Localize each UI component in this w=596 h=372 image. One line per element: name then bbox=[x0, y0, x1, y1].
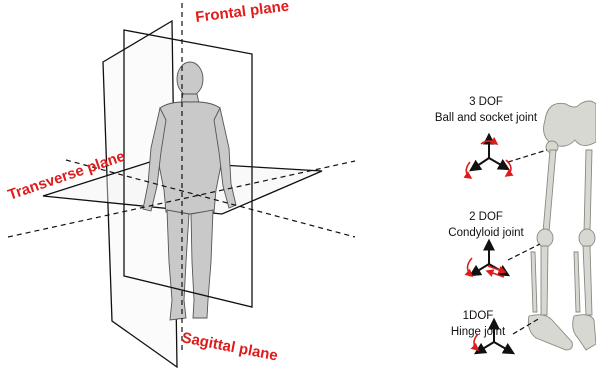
hip-axis-symbol bbox=[466, 135, 547, 178]
knee-dof-label: 2 DOF bbox=[469, 211, 503, 223]
knee-rotation-arrow bbox=[468, 258, 473, 276]
knee-axis-symbol bbox=[468, 241, 541, 277]
joint-label-knee: 2 DOF Condyloid joint bbox=[448, 211, 524, 239]
knee-slide-arrow-a bbox=[488, 266, 505, 272]
anatomical-planes-figure: Frontal plane Transverse plane Sagittal … bbox=[6, 0, 355, 367]
joint-label-hip: 3 DOF Ball and socket joint bbox=[435, 96, 538, 124]
frontal-plane-label: Frontal plane bbox=[194, 0, 290, 26]
ankle-joint-type-label: Hinge joint bbox=[451, 326, 506, 338]
hip-connector-line bbox=[508, 150, 547, 162]
joint-label-ankle: 1DOF Hinge joint bbox=[451, 310, 506, 338]
knee-joint-type-label: Condyloid joint bbox=[448, 227, 524, 239]
sagittal-plane-label: Sagittal plane bbox=[180, 329, 279, 364]
hip-rotation-arrow-left bbox=[466, 162, 471, 178]
hip-joint-type-label: Ball and socket joint bbox=[435, 112, 538, 124]
hip-dof-label: 3 DOF bbox=[469, 96, 503, 108]
skeleton-legs-figure bbox=[528, 101, 596, 350]
ankle-dof-label: 1DOF bbox=[463, 310, 494, 322]
